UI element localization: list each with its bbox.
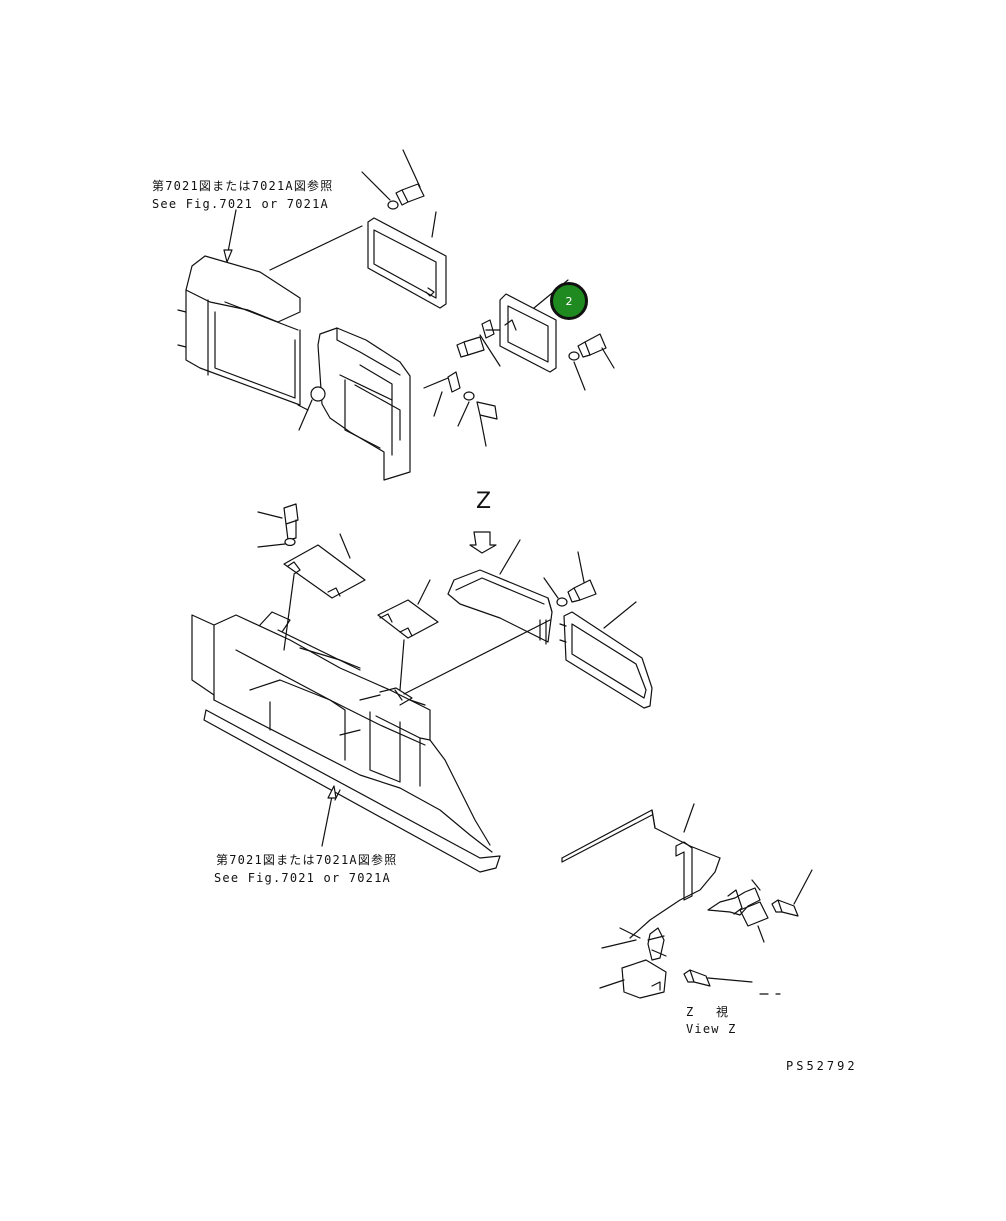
right-side-bolt <box>543 551 597 607</box>
bottom-reference-japanese: 第7021図または7021A図参照 <box>216 853 398 867</box>
view-z-detail <box>561 803 813 999</box>
reference-leader-arrows <box>223 209 337 847</box>
upper-right-cover-plate <box>367 217 447 309</box>
lower-left-bolt <box>257 503 299 548</box>
top-reference-english: See Fig.7021 or 7021A <box>152 197 329 211</box>
drawing-number: PS52792 <box>786 1059 858 1073</box>
right-side-frame-plate <box>559 601 653 709</box>
view-z-label-english: View Z <box>686 1022 737 1036</box>
left-small-plate <box>283 533 366 651</box>
part-callout-2[interactable]: 2 <box>550 282 588 320</box>
lower-frame-assembly <box>191 611 501 873</box>
part-callout-2-number: 2 <box>565 294 573 308</box>
center-small-plate <box>377 579 439 691</box>
middle-bracket-fasteners <box>298 319 615 447</box>
view-z-label-japanese: Z 視 <box>686 1005 730 1019</box>
upper-bolt-1 <box>361 149 437 238</box>
top-reference-japanese: 第7021図または7021A図参照 <box>152 179 334 193</box>
upper-frame-assembly <box>177 225 411 481</box>
frame-cover-z <box>403 531 553 695</box>
view-z-marker-letter: Z <box>476 489 492 514</box>
bottom-reference-english: See Fig.7021 or 7021A <box>214 871 391 885</box>
